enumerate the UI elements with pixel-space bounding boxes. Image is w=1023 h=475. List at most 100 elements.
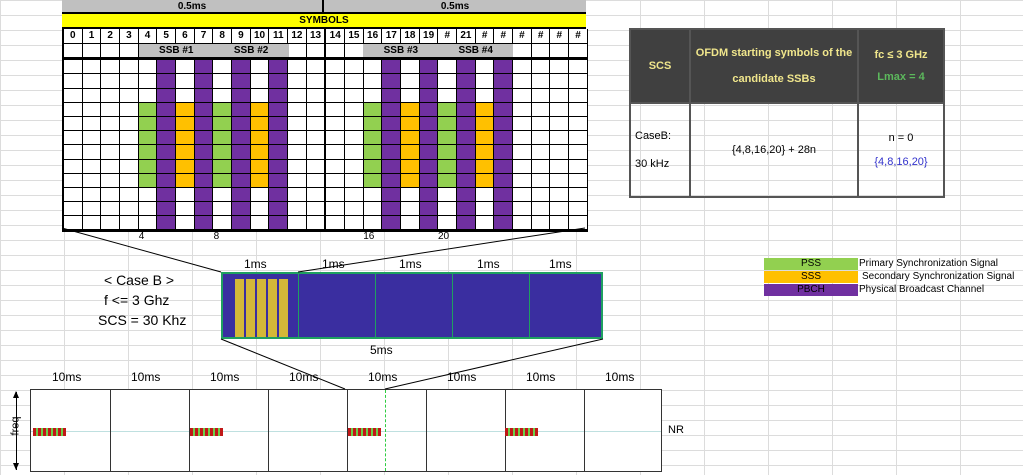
grid-cell <box>194 60 214 75</box>
grid-cell <box>569 74 588 89</box>
grid-cell <box>475 202 495 217</box>
grid-cell <box>550 116 570 132</box>
grid-cell <box>494 145 514 160</box>
grid-cell <box>326 202 346 217</box>
grid-cell <box>345 88 364 103</box>
grid-cell <box>382 74 402 89</box>
grid-cell <box>457 116 476 132</box>
grid-cell <box>157 116 177 132</box>
grid-cell <box>157 173 177 188</box>
case-label: CaseB: <box>635 130 672 142</box>
grid-cell <box>306 60 327 75</box>
grid-cell <box>550 44 570 59</box>
grid-cell <box>138 173 158 188</box>
grid-cell <box>438 187 458 203</box>
grid-cell <box>194 102 214 117</box>
grid-cell <box>438 216 458 231</box>
header-scs: SCS <box>629 28 691 104</box>
grid-cell <box>64 131 83 146</box>
grid-cell <box>531 145 551 160</box>
symbol-number: # <box>550 29 570 44</box>
grid-cell <box>64 145 83 160</box>
grid-cell <box>232 187 251 203</box>
grid-cell <box>64 88 83 103</box>
grid-cell <box>457 60 476 75</box>
symbol-number: 19 <box>419 29 439 44</box>
grid-cell <box>382 216 402 231</box>
grid-cell <box>157 131 177 146</box>
grid-cell <box>101 216 121 231</box>
grid-cell <box>138 74 158 89</box>
grid-cell <box>288 202 307 217</box>
grid-cell <box>269 187 289 203</box>
grid-cell <box>531 131 551 146</box>
symbol-number: 13 <box>306 29 327 44</box>
grid-cell <box>531 216 551 231</box>
grid-cell <box>101 88 121 103</box>
grid-cell <box>531 159 551 174</box>
grid-cell <box>569 173 588 188</box>
grid-cell <box>157 145 177 160</box>
grid-cell <box>494 116 514 132</box>
grid-cell <box>569 44 588 59</box>
grid-cell <box>232 74 251 89</box>
symbol-number: 10 <box>250 29 270 44</box>
grid-cell <box>438 202 458 217</box>
start-symbol-label: 8 <box>213 231 220 242</box>
grid-cell <box>101 102 121 117</box>
symbol-number: # <box>513 29 532 44</box>
grid-cell <box>138 131 158 146</box>
ssb-burst <box>33 428 66 436</box>
grid-cell <box>250 88 270 103</box>
grid-cell <box>438 145 458 160</box>
symbol-number: 0 <box>64 29 83 44</box>
grid-cell <box>401 74 420 89</box>
grid-cell <box>82 202 102 217</box>
grid-cell <box>213 145 233 160</box>
grid-cell <box>419 116 439 132</box>
grid-cell <box>64 187 83 203</box>
grid-cell <box>82 159 102 174</box>
grid-cell <box>326 102 346 117</box>
freq-text: f <= 3 Ghz <box>104 292 170 308</box>
grid-cell <box>250 131 270 146</box>
grid-cell <box>475 216 495 231</box>
grid-cell <box>213 187 233 203</box>
n-value: n = 0 <box>888 132 914 144</box>
symbol-number: # <box>531 29 551 44</box>
grid-cell <box>64 102 83 117</box>
symbol-number: 18 <box>401 29 420 44</box>
grid-cell <box>101 60 121 75</box>
grid-cell <box>326 74 346 89</box>
grid-cell <box>194 159 214 174</box>
grid-cell <box>120 102 139 117</box>
grid-cell <box>363 202 383 217</box>
grid-cell <box>138 202 158 217</box>
grid-cell <box>120 159 139 174</box>
half-frame-5ms <box>221 272 603 339</box>
grid-cell <box>401 159 420 174</box>
grid-cell <box>382 173 402 188</box>
grid-cell <box>457 74 476 89</box>
grid-cell <box>363 102 383 117</box>
symbol-number: 8 <box>213 29 233 44</box>
grid-cell <box>176 102 195 117</box>
half-slot-label: 0.5ms <box>324 0 586 14</box>
grid-cell <box>419 88 439 103</box>
grid-cell <box>194 173 214 188</box>
scs-value: 30 kHz <box>635 158 670 170</box>
ms-label: 1ms <box>399 257 422 271</box>
grid-cell <box>531 173 551 188</box>
grid-cell <box>419 159 439 174</box>
start-symbol-label: 4 <box>138 231 145 242</box>
grid-cell <box>232 145 251 160</box>
symbol-number: 9 <box>232 29 251 44</box>
case-text: < Case B > f <= 3 Ghz SCS = 30 Khz <box>98 270 186 330</box>
grid-cell <box>157 74 177 89</box>
grid-cell <box>269 60 289 75</box>
grid-cell <box>550 131 570 146</box>
grid-cell <box>550 216 570 231</box>
grid-cell <box>250 173 270 188</box>
legend-description: Secondary Synchronization Signal <box>862 271 1015 282</box>
ssb-burst-icon <box>235 279 289 337</box>
